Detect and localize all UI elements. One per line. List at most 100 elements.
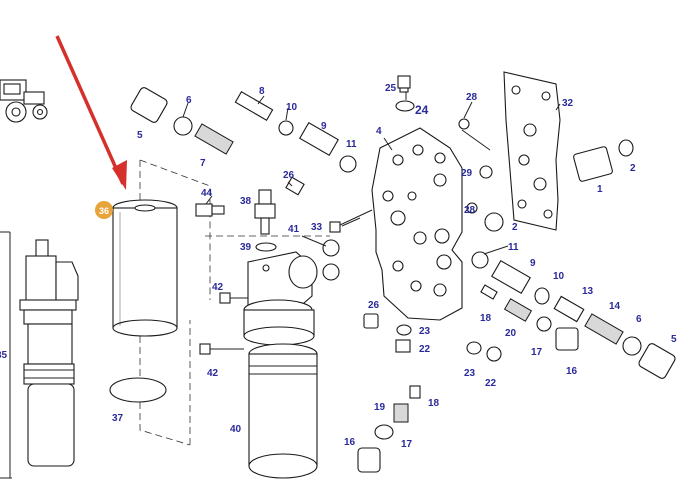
washer-23a bbox=[396, 324, 412, 336]
valve-9b bbox=[491, 259, 531, 295]
svg-text:36: 36 bbox=[99, 206, 109, 216]
connector-44 bbox=[195, 203, 225, 217]
plug-22a bbox=[395, 339, 411, 353]
callout-22-lower: 22 bbox=[485, 378, 497, 389]
ring-28b bbox=[466, 202, 478, 214]
callout-16-lower: 16 bbox=[344, 437, 356, 448]
callout-41: 41 bbox=[288, 224, 300, 235]
callout-35: 35 bbox=[0, 350, 8, 361]
plug-16b bbox=[357, 447, 381, 473]
callout-28-mid: 28 bbox=[464, 205, 476, 216]
callout-6-right: 6 bbox=[636, 314, 642, 325]
filter-assembly-35 bbox=[0, 231, 79, 479]
callout-9-right: 9 bbox=[530, 258, 536, 269]
callout-38: 38 bbox=[240, 196, 252, 207]
o-ring-11a bbox=[339, 155, 357, 173]
bolt-42-upper bbox=[219, 292, 248, 304]
washer-23b bbox=[466, 341, 482, 355]
ring-28a bbox=[458, 118, 470, 130]
filter-head-housing bbox=[243, 251, 318, 346]
ring-17b bbox=[374, 424, 394, 440]
pin-18b bbox=[409, 385, 421, 399]
plug-5b bbox=[638, 343, 676, 379]
callout-16-right: 16 bbox=[566, 366, 578, 377]
callout-39: 39 bbox=[240, 242, 252, 253]
callout-42-lower: 42 bbox=[207, 368, 219, 379]
callout-19: 19 bbox=[374, 402, 386, 413]
spring-14 bbox=[584, 313, 624, 345]
callout-24: 24 bbox=[415, 103, 429, 117]
callout-5-top: 5 bbox=[137, 130, 143, 141]
leader-lines bbox=[182, 92, 561, 255]
callout-26-top: 26 bbox=[283, 170, 295, 181]
spring-19 bbox=[393, 403, 409, 423]
callout-25: 25 bbox=[385, 83, 397, 94]
ring-17a bbox=[536, 316, 552, 332]
valve-13 bbox=[553, 295, 585, 323]
callout-18-lower: 18 bbox=[428, 398, 440, 409]
washer-39 bbox=[255, 242, 277, 252]
o-ring-11b bbox=[471, 251, 489, 269]
plug-25 bbox=[397, 75, 411, 93]
o-ring-41b bbox=[322, 263, 340, 281]
spring-20 bbox=[503, 298, 533, 322]
callout-11-right: 11 bbox=[508, 242, 519, 253]
o-ring-2a bbox=[618, 139, 634, 157]
plug-1 bbox=[573, 146, 613, 182]
callout-7: 7 bbox=[200, 158, 206, 169]
filter-element-36 bbox=[112, 199, 178, 337]
filter-bowl-40 bbox=[248, 343, 318, 479]
callout-14: 14 bbox=[609, 301, 621, 312]
o-ring-10a bbox=[278, 120, 294, 136]
callout-28-top: 28 bbox=[466, 92, 478, 103]
plug-16a bbox=[555, 327, 579, 351]
o-ring-2b bbox=[484, 212, 504, 232]
plug-22b bbox=[486, 346, 502, 362]
callout-23-lower: 23 bbox=[464, 368, 476, 379]
o-ring-41a bbox=[322, 239, 340, 257]
valve-block-4 bbox=[371, 127, 463, 321]
callout-33: 33 bbox=[311, 222, 323, 233]
o-ring-10b bbox=[534, 287, 550, 305]
red-pointer-arrow bbox=[55, 35, 127, 190]
callout-20: 20 bbox=[505, 328, 517, 339]
callout-13: 13 bbox=[582, 286, 594, 297]
callout-37: 37 bbox=[112, 413, 124, 424]
callout-11-top: 11 bbox=[346, 139, 357, 150]
valve-9a bbox=[299, 121, 339, 157]
callout-10-top: 10 bbox=[286, 102, 298, 113]
callout-10-right: 10 bbox=[553, 271, 565, 282]
callout-40: 40 bbox=[230, 424, 242, 435]
callout-2-mid: 2 bbox=[512, 222, 518, 233]
o-ring-6b bbox=[622, 336, 642, 356]
callout-17-lower: 17 bbox=[401, 439, 413, 450]
callout-1: 1 bbox=[597, 184, 603, 195]
callout-29: 29 bbox=[461, 168, 473, 179]
ring-29 bbox=[479, 165, 493, 179]
o-ring-37 bbox=[109, 377, 167, 403]
valve-8 bbox=[234, 91, 274, 121]
callout-4: 4 bbox=[376, 126, 382, 137]
gasket-32 bbox=[503, 71, 561, 231]
tractor-icon bbox=[0, 79, 48, 123]
callout-5-right: 5 bbox=[671, 334, 677, 345]
plug-5a bbox=[130, 87, 168, 123]
spring-7 bbox=[194, 123, 234, 155]
callout-32: 32 bbox=[562, 98, 574, 109]
badge-36: 36 bbox=[95, 201, 113, 219]
o-ring-6a bbox=[173, 116, 193, 136]
callout-17-right: 17 bbox=[531, 347, 543, 358]
washer-24 bbox=[395, 100, 415, 112]
callout-18-right: 18 bbox=[480, 313, 492, 324]
callout-8: 8 bbox=[259, 86, 265, 97]
callout-6-top: 6 bbox=[186, 95, 192, 106]
pressure-sensor-38 bbox=[254, 189, 276, 235]
bolt-33 bbox=[329, 209, 373, 233]
callout-22-mid: 22 bbox=[419, 344, 431, 355]
plug-26b bbox=[363, 313, 379, 329]
callout-42-upper: 42 bbox=[212, 282, 224, 293]
bolt-42-lower bbox=[199, 343, 244, 355]
callout-44: 44 bbox=[201, 188, 213, 199]
callout-9-top: 9 bbox=[321, 121, 327, 132]
